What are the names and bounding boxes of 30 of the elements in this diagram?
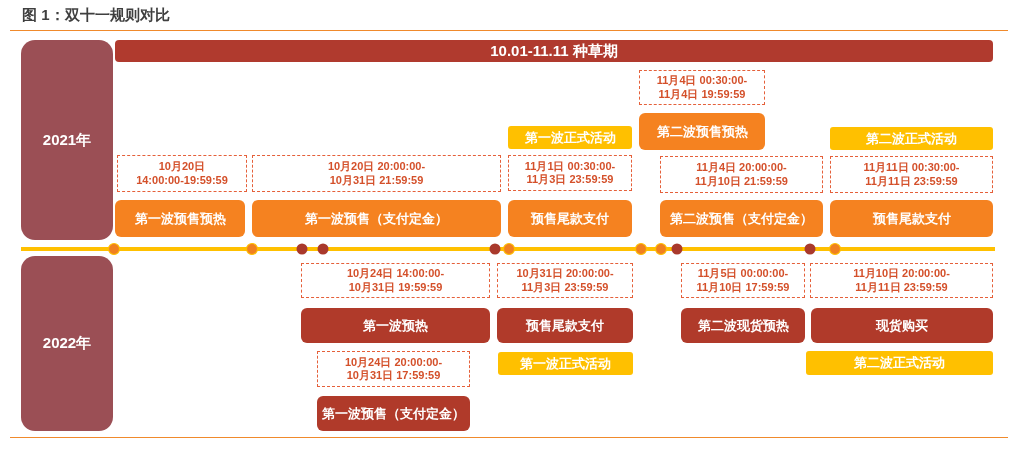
phase-box: 第一波预售（支付定金）	[317, 396, 470, 431]
time-range-box: 11月5日 00:00:00- 11月10日 17:59:59	[681, 263, 805, 298]
activity-tag: 第一波正式活动	[498, 352, 633, 375]
phase-box: 第二波现货预热	[681, 308, 805, 343]
time-range-box: 10月24日 20:00:00- 10月31日 17:59:59	[317, 351, 470, 387]
time-range-box: 11月10日 20:00:00- 11月11日 23:59:59	[810, 263, 993, 298]
time-range-box: 11月4日 00:30:00- 11月4日 19:59:59	[639, 70, 765, 105]
phase-box: 预售尾款支付	[508, 200, 632, 237]
phase-box: 第一波预售预热	[115, 200, 245, 237]
time-range-box: 10月20日 20:00:00- 10月31日 21:59:59	[252, 155, 501, 192]
phase-box: 第二波预售（支付定金）	[660, 200, 823, 237]
phase-box: 现货购买	[811, 308, 993, 343]
activity-tag: 第一波正式活动	[508, 126, 632, 149]
phase-box: 第一波预售（支付定金）	[252, 200, 501, 237]
phase-box: 第一波预热	[301, 308, 490, 343]
activity-tag: 第二波正式活动	[830, 127, 993, 150]
period-bar: 10.01-11.11 种草期	[115, 40, 993, 62]
phase-box: 预售尾款支付	[497, 308, 633, 343]
time-range-box: 11月11日 00:30:00- 11月11日 23:59:59	[830, 156, 993, 193]
activity-tag: 第二波正式活动	[806, 351, 993, 375]
year-box: 2022年	[21, 256, 113, 431]
time-range-box: 10月31日 20:00:00- 11月3日 23:59:59	[497, 263, 633, 298]
figure-title: 图 1：双十一规则对比	[22, 6, 170, 25]
phase-box: 第二波预售预热	[639, 113, 765, 150]
phase-box: 预售尾款支付	[830, 200, 993, 237]
time-range-box: 10月20日 14:00:00-19:59:59	[117, 155, 247, 192]
time-range-box: 11月4日 20:00:00- 11月10日 21:59:59	[660, 156, 823, 193]
year-box: 2021年	[21, 40, 113, 240]
time-range-box: 10月24日 14:00:00- 10月31日 19:59:59	[301, 263, 490, 298]
time-range-box: 11月1日 00:30:00- 11月3日 23:59:59	[508, 155, 632, 191]
